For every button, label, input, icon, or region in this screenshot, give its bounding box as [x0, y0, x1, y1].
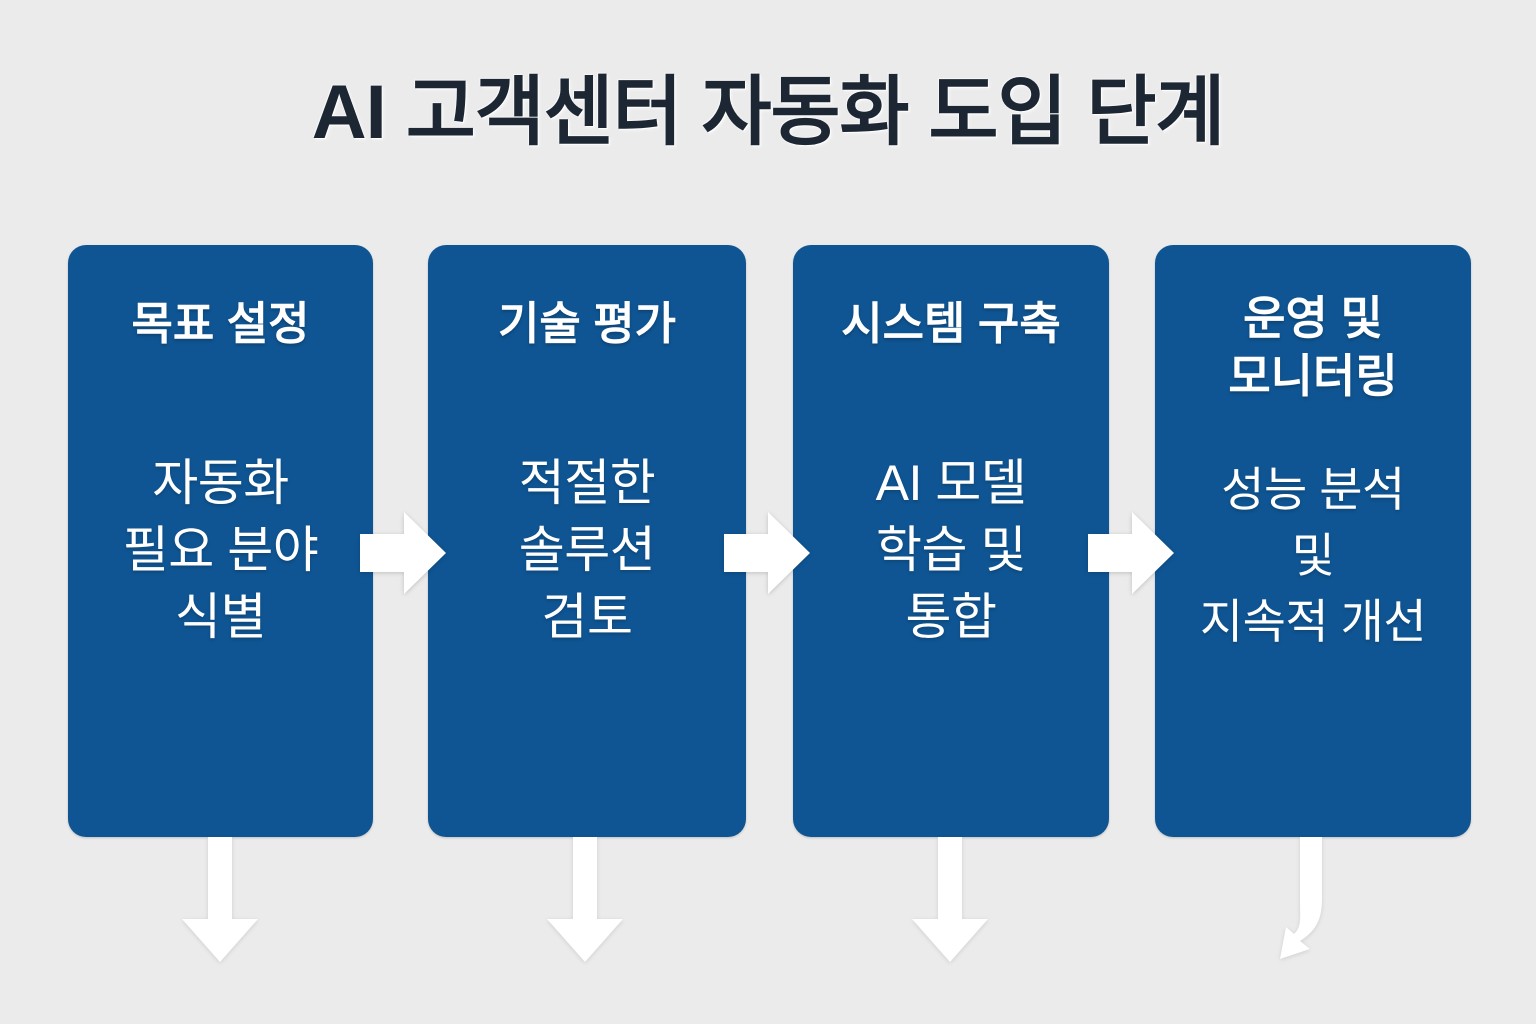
right-arrow-icon [1088, 512, 1174, 594]
step-box-2[interactable]: 기술 평가 적절한 솔루션 검토 [428, 245, 746, 837]
down-arrow-icon [547, 837, 623, 1024]
step-1-header: 목표 설정 [131, 298, 310, 349]
step-box-4[interactable]: 운영 및 모니터링 성능 분석 및 지속적 개선 [1155, 245, 1471, 837]
page-title: AI 고객센터 자동화 도입 단계 [311, 70, 1226, 155]
step-box-1[interactable]: 목표 설정 자동화 필요 분야 식별 [68, 245, 373, 837]
step-3-header: 시스템 구축 [841, 298, 1061, 349]
right-arrow-icon [724, 512, 810, 594]
curved-hook-arrow-icon [1272, 837, 1368, 1024]
step-3-body: AI 모델 학습 및 통합 [875, 455, 1027, 645]
step-2-body: 적절한 솔루션 검토 [518, 455, 656, 645]
step-2-header: 기술 평가 [497, 298, 677, 349]
step-4-header: 운영 및 모니터링 [1228, 292, 1398, 402]
right-arrow-icon [360, 512, 446, 594]
down-arrow-icon [182, 837, 258, 1024]
step-1-body: 자동화 필요 분야 식별 [122, 455, 319, 645]
step-4-body: 성능 분석 및 지속적 개선 [1199, 463, 1427, 648]
step-box-3[interactable]: 시스템 구축 AI 모델 학습 및 통합 [793, 245, 1109, 837]
down-arrow-icon [912, 837, 988, 1024]
